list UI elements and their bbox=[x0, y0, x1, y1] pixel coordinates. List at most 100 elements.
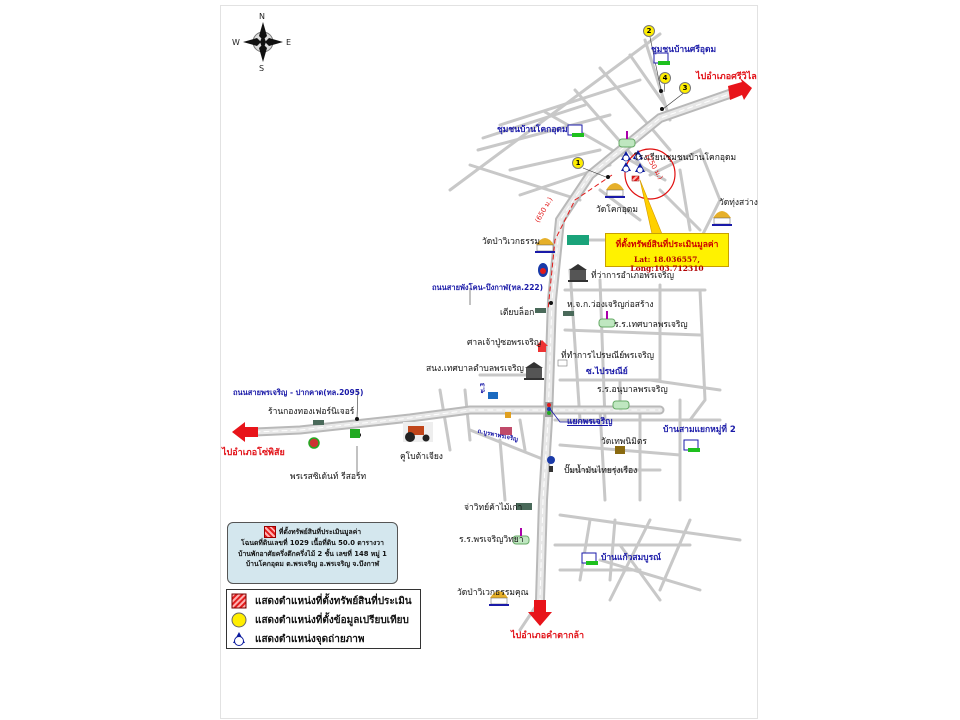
ptt-icon bbox=[538, 263, 548, 277]
place-wat-pa-wiwek-khun: วัดป่าวิเวกธรรมคุณ bbox=[457, 588, 529, 598]
comparable-marker-1[interactable]: 1 bbox=[572, 157, 584, 169]
community-house-icon bbox=[653, 52, 670, 65]
compass-north: N bbox=[259, 12, 265, 21]
road-label-2095: ถนนสายพรเจริญ - ปากคาด(ทล.2095) bbox=[233, 388, 364, 397]
place-kubota: คูโบต้าเจียง bbox=[400, 452, 443, 462]
place-tian-block: เตียบล็อก bbox=[500, 308, 535, 318]
warehouse-icon bbox=[535, 308, 546, 313]
legend: แสดงตำแหน่งที่ตั้งทรัพย์สินที่ประเมิน แส… bbox=[226, 589, 421, 649]
place-wat-thungsawang: วัดทุ่งสว่าง bbox=[719, 198, 758, 208]
legend-item-property: แสดงตำแหน่งที่ตั้งทรัพย์สินที่ประเมิน bbox=[231, 592, 412, 610]
place-wat-thepnimit: วัดเทพนิมิตร bbox=[601, 437, 647, 447]
community-kaewsombun: บ้านแก้วสมบูรณ์ bbox=[601, 553, 662, 563]
school-icon bbox=[618, 131, 636, 148]
highway-2095 bbox=[250, 405, 665, 437]
place-resort: พรเรสซิเด้นท์ รีสอร์ท bbox=[290, 472, 367, 482]
place-timber: จ่าวิทย์ค้าไม้เก่า bbox=[464, 503, 523, 513]
temple-icon bbox=[712, 211, 732, 226]
compass-east: E bbox=[286, 38, 292, 47]
lotus-store-icon bbox=[567, 235, 589, 245]
property-callout: ที่ตั้งทรัพย์สินที่ประเมินมูลค่า Lat: 18… bbox=[605, 233, 729, 273]
minor-roads bbox=[438, 32, 742, 632]
legend-item-photo: แสดงตำแหน่งจุดถ่ายภาพ bbox=[231, 630, 364, 648]
shrine-icon bbox=[536, 340, 548, 352]
community-khokudom: ชุมชนบ้านโคกอุดม bbox=[497, 125, 568, 135]
property-swatch-icon bbox=[263, 526, 276, 538]
photo-point-icon bbox=[233, 632, 245, 646]
bank-icon bbox=[488, 392, 498, 399]
comparable-marker-4[interactable]: 4 bbox=[659, 72, 671, 84]
radius-circle bbox=[624, 148, 676, 200]
compass-west: W bbox=[232, 38, 240, 47]
callout-title: ที่ตั้งทรัพย์สินที่ประเมินมูลค่า bbox=[615, 240, 719, 250]
community-samyaek: บ้านสามแยกหมู่ที่ 2 bbox=[663, 425, 736, 435]
comparable-marker-3[interactable]: 3 bbox=[679, 82, 691, 94]
place-muni-school: ร.ร.เทศบาลพรเจริญ bbox=[614, 320, 688, 330]
school-icon bbox=[598, 311, 616, 328]
photo-points bbox=[621, 150, 645, 174]
place-wat-pa-wiwek: วัดป่าวิเวกธรรม bbox=[482, 237, 540, 247]
direction-label-sophisai: ไปอำเภอโซ่พิสัย bbox=[222, 448, 285, 458]
road-label-lane3: ซ.3 bbox=[479, 382, 487, 394]
place-hardware: ห.จ.ก.ว่องเจริญก่อสร้าง bbox=[567, 300, 654, 310]
place-wat-khokudom: วัดโคกอุดม bbox=[596, 205, 638, 215]
resort-icon bbox=[308, 437, 320, 449]
community-srichudom: ชุมชนบ้านศรีอุดม bbox=[651, 45, 717, 55]
temple-icon bbox=[535, 238, 555, 253]
gas-station-icon bbox=[547, 456, 555, 472]
landmark-icons bbox=[308, 52, 732, 606]
legend-item-comparable: แสดงตำแหน่งที่ตั้งข้อมูลเปรียบเทียบ bbox=[231, 611, 409, 629]
red-hatched-square-icon bbox=[231, 593, 247, 609]
callout-coords: Lat: 18.036557, Long:103.712310 bbox=[630, 255, 704, 273]
place-post-office: ที่ทำการไปรษณีย์พรเจริญ bbox=[561, 351, 655, 361]
warehouse-icon bbox=[563, 311, 574, 316]
government-building-icon bbox=[524, 362, 544, 380]
place-intersection: แยกพรเจริญ bbox=[567, 417, 613, 427]
place-shrine: ศาลเจ้าปู่ซอพรเจริญ bbox=[467, 338, 542, 348]
arrow-south bbox=[528, 600, 552, 626]
place-muni-office: สนง.เทศบาลตำบลพรเจริญ bbox=[426, 364, 524, 374]
government-building-icon bbox=[568, 264, 588, 282]
arrow-west bbox=[232, 422, 258, 442]
property-info-box: ที่ตั้งทรัพย์สินที่ประเมินมูลค่า โฉนดที่… bbox=[227, 522, 398, 584]
distance-line bbox=[547, 174, 613, 311]
warehouse-icon bbox=[313, 420, 324, 425]
yellow-circle-icon bbox=[231, 612, 247, 628]
compass-south: S bbox=[259, 64, 265, 73]
temple-icon bbox=[605, 183, 625, 198]
misc-icon bbox=[505, 412, 511, 418]
place-post-lane: ซ.ไปรษณีย์ bbox=[586, 367, 628, 377]
place-khokudom-school: โรงเรียนชุมชนบ้านโคกอุดม bbox=[634, 153, 737, 163]
shop-icon bbox=[500, 427, 512, 435]
direction-label-khamtaklar: ไปอำเภอคำตากล้า bbox=[511, 631, 585, 641]
legend-label: แสดงตำแหน่งที่ตั้งทรัพย์สินที่ประเมิน bbox=[255, 595, 412, 607]
comparable-marker-2[interactable]: 2 bbox=[643, 25, 655, 37]
photo-point-icon bbox=[633, 150, 643, 161]
info-line-2: บ้านพักอาศัยครึ่งตึกครึ่งไม้ 2 ชั้น เลขท… bbox=[238, 549, 387, 558]
info-line-3: บ้านโคกอุดม ต.พรเจริญ อ.พรเจริญ จ.บึงกาฬ bbox=[245, 560, 380, 568]
place-district-office: ที่ว่าการอำเภอพรเจริญ bbox=[591, 271, 674, 281]
callout-pointer bbox=[639, 179, 663, 235]
legend-label: แสดงตำแหน่งที่ตั้งข้อมูลเปรียบเทียบ bbox=[255, 614, 409, 626]
community-house-icon bbox=[683, 439, 700, 452]
road-label-222: ถนนสายพังโคน-บึงกาฬ(ทล.222) bbox=[432, 283, 544, 292]
photo-point-icon bbox=[621, 162, 631, 173]
school-icon bbox=[512, 528, 530, 545]
temple-icon bbox=[615, 446, 625, 454]
highway-222 bbox=[535, 87, 740, 605]
compass-icon bbox=[243, 22, 283, 62]
community-house-icon bbox=[581, 552, 598, 565]
warehouse-icon bbox=[516, 503, 532, 510]
place-kindergarten: ร.ร.อนุบาลพรเจริญ bbox=[597, 385, 668, 395]
photo-point-icon bbox=[621, 151, 631, 162]
legend-label: แสดงตำแหน่งจุดถ่ายภาพ bbox=[255, 633, 365, 645]
tractor-icon bbox=[403, 422, 433, 442]
direction-label-srivilai: ไปอำเภอศรีวิไล bbox=[696, 72, 757, 82]
resort-icon bbox=[350, 429, 360, 438]
place-furniture: ร้านกองทองเฟอร์นิเจอร์ bbox=[268, 407, 355, 417]
school-icon bbox=[612, 400, 630, 410]
traffic-light-icon bbox=[545, 402, 553, 417]
property-marker[interactable] bbox=[631, 175, 640, 182]
info-line-1: โฉนดที่ดินเลขที่ 1029 เนื้อที่ดิน 50.0 ต… bbox=[241, 539, 384, 547]
